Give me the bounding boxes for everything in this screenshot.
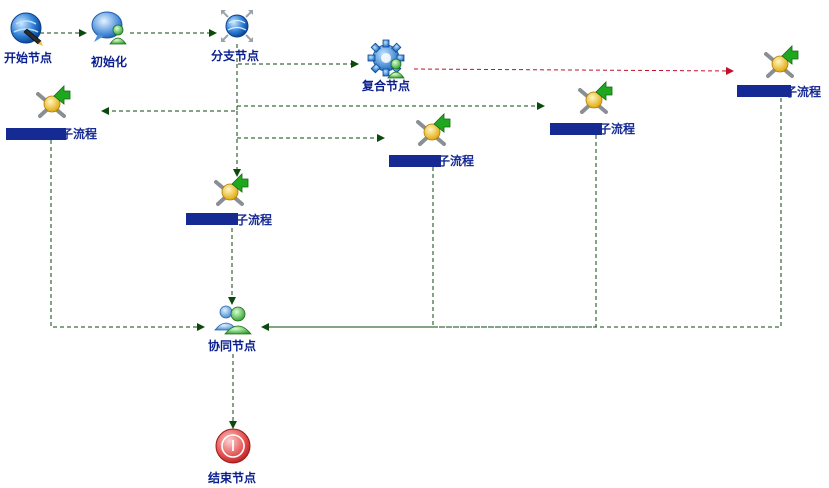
tools-arrow-icon[interactable] xyxy=(36,85,71,118)
node-label-sub-mid: 子流程 xyxy=(438,153,474,168)
node-label-start: 开始节点 xyxy=(4,50,52,65)
stop-icon[interactable] xyxy=(215,428,251,464)
globe-pen-icon[interactable] xyxy=(10,12,43,46)
edges xyxy=(40,29,782,429)
globe-arrows-icon[interactable] xyxy=(221,10,253,42)
smudge-sub-left: 子流程 xyxy=(6,126,97,141)
node-label-init: 初始化 xyxy=(91,54,127,69)
tools-arrow-icon[interactable] xyxy=(764,45,799,78)
users-icon[interactable] xyxy=(214,305,252,335)
smudge-sub-mid: 子流程 xyxy=(389,153,474,168)
tools-arrow-icon[interactable] xyxy=(214,173,249,206)
node-label-sub-top-right: 子流程 xyxy=(785,84,821,99)
smudge-sub-top-right: 子流程 xyxy=(737,84,821,99)
edge-complex-subtopright xyxy=(413,66,734,75)
smudge-sub-mid-right: 子流程 xyxy=(550,121,635,136)
edge-branch-complex xyxy=(236,44,359,68)
tools-arrow-icon[interactable] xyxy=(416,113,451,146)
node-label-collab: 协同节点 xyxy=(208,338,256,353)
chat-user-icon[interactable] xyxy=(91,11,127,45)
node-label-sub-left: 子流程 xyxy=(61,126,97,141)
edge-branch-subleft xyxy=(101,64,238,115)
edge-submid-collab xyxy=(261,167,434,331)
labels: 开始节点 初始化 分支节点 复合节点 协同节点 结束节点 子流程 子流程 子流程… xyxy=(4,48,821,485)
node-label-branch: 分支节点 xyxy=(211,48,259,63)
edge-subleft-collab xyxy=(50,140,205,331)
node-label-complex: 复合节点 xyxy=(361,78,410,93)
node-label-end: 结束节点 xyxy=(208,470,256,485)
node-label-sub-mid-right: 子流程 xyxy=(599,121,635,136)
tools-arrow-icon[interactable] xyxy=(578,81,613,114)
edge-subtopright-collab xyxy=(262,98,782,328)
gear-user-icon[interactable] xyxy=(367,39,405,79)
node-label-sub-center: 子流程 xyxy=(236,212,272,227)
smudge-sub-center: 子流程 xyxy=(186,212,272,227)
